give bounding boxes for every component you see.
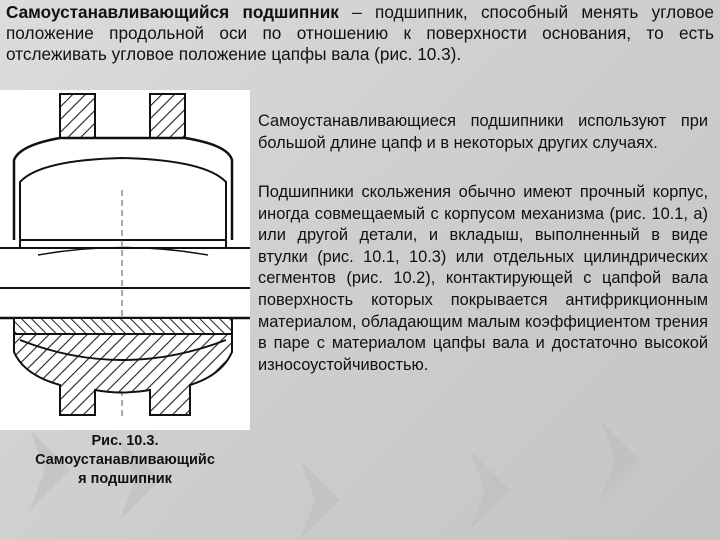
intro-term: Самоустанавливающийся подшипник	[6, 2, 339, 22]
bearing-drawing	[0, 90, 250, 430]
shaft-curve	[37, 246, 209, 256]
inner-sleeve-top	[19, 156, 227, 240]
housing-top-right	[149, 93, 186, 139]
figure-caption: Рис. 10.3. Самоустанавливающийс я подшип…	[0, 432, 250, 489]
spherical-outline-top	[12, 136, 234, 240]
body-paragraph-2: Подшипники скольжения обычно имеют прочн…	[258, 183, 708, 374]
body-paragraph-1: Самоустанавливающиеся подшипники использ…	[258, 112, 708, 152]
intro-text: Самоустанавливающийся подшипник – подшип…	[6, 2, 714, 65]
housing-top-left	[59, 93, 96, 139]
caption-line-1: Рис. 10.3.	[91, 433, 159, 449]
bearing-liner	[13, 317, 233, 335]
caption-line-3: я подшипник	[78, 471, 172, 487]
caption-line-2: Самоустанавливающийс	[35, 452, 215, 468]
intro-definition: – подшипник, способный менять угловое по…	[6, 2, 714, 64]
spherical-seat-bottom	[19, 339, 227, 361]
